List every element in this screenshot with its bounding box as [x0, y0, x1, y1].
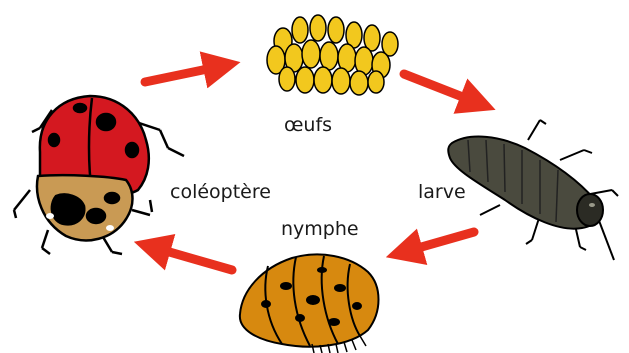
arrow-adult-to-eggs [145, 66, 222, 82]
arrow-pupa-to-adult [152, 247, 232, 270]
stage-label-eggs: œufs [284, 114, 332, 136]
larva-illustration [448, 120, 618, 260]
arrow-larva-to-pupa [404, 232, 474, 252]
stage-label-adult: coléoptère [170, 181, 271, 203]
ladybird-illustration [14, 96, 184, 254]
pupa-illustration [240, 254, 379, 353]
stage-label-pupa: nymphe [281, 218, 359, 240]
eggs-illustration [267, 15, 398, 95]
arrow-eggs-to-larva [404, 74, 478, 103]
stage-label-larva: larve [418, 181, 466, 203]
